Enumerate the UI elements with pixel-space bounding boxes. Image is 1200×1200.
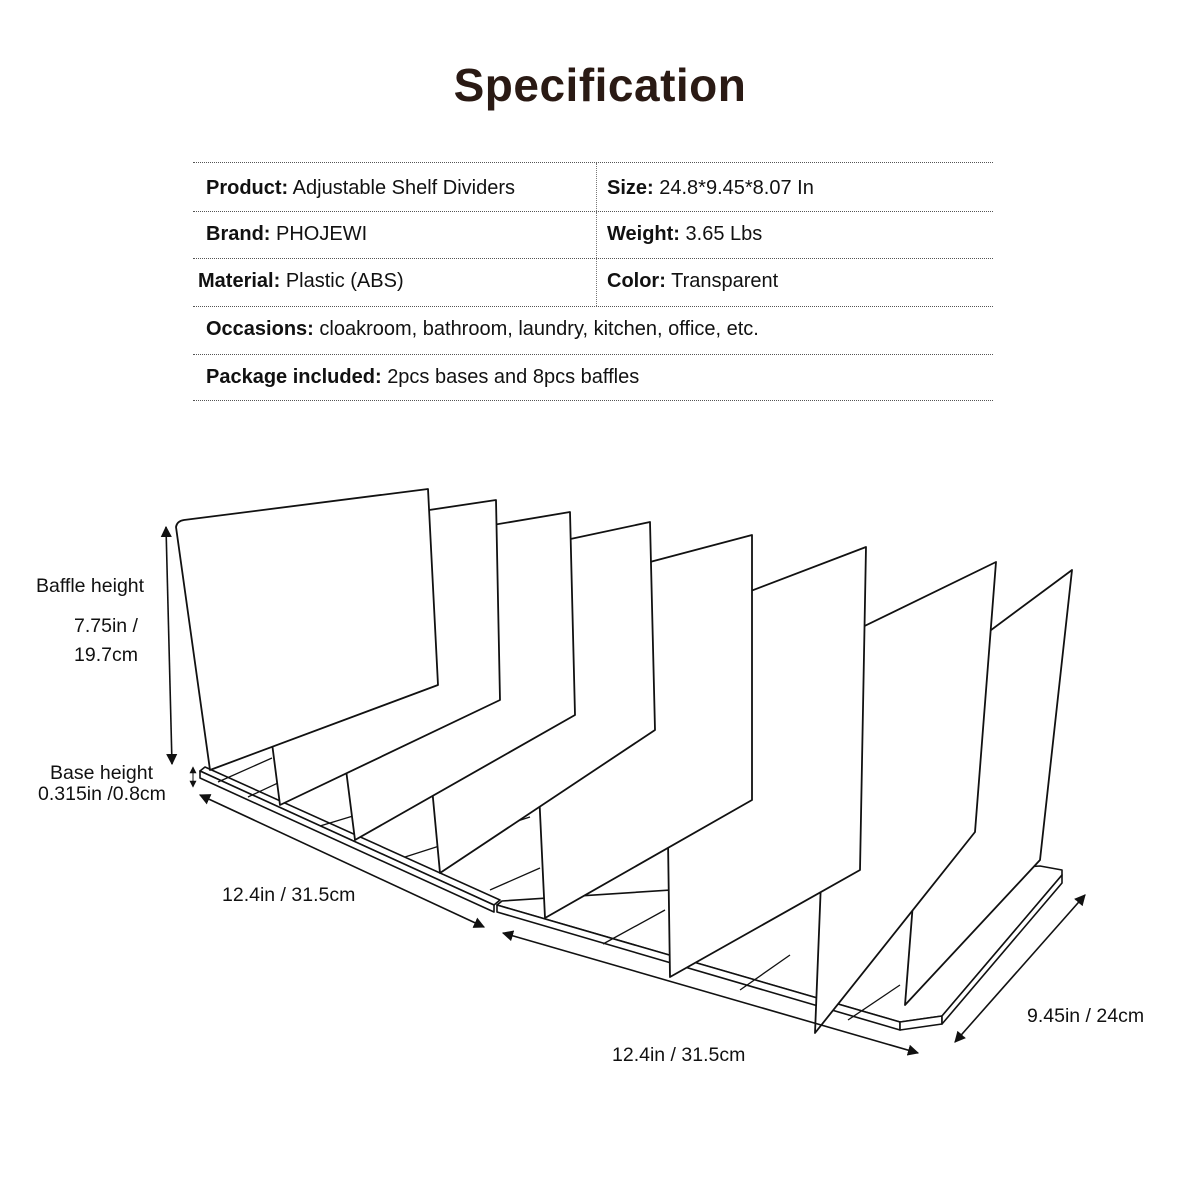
product-cell: Product: Adjustable Shelf Dividers <box>206 177 515 200</box>
spec-row-occasions: Occasions: cloakroom, bathroom, laundry,… <box>193 306 993 354</box>
spec-row-material-color: Material: Plastic (ABS) Color: Transpare… <box>193 258 993 306</box>
weight-value: 3.65 Lbs <box>685 223 763 245</box>
spec-table: Product: Adjustable Shelf Dividers Size:… <box>193 162 993 401</box>
depth-label: 9.45in / 24cm <box>1027 1005 1145 1027</box>
occasions-label: Occasions: <box>206 318 314 340</box>
occasions-value: cloakroom, bathroom, laundry, kitchen, o… <box>319 318 759 340</box>
slot <box>489 867 541 891</box>
spec-row-package: Package included: 2pcs bases and 8pcs ba… <box>193 354 993 401</box>
baffle-1 <box>175 488 439 771</box>
weight-label: Weight: <box>607 223 680 245</box>
product-label: Product: <box>206 177 289 199</box>
baffles <box>175 488 1073 1034</box>
color-label: Color: <box>607 270 666 292</box>
material-cell: Material: Plastic (ABS) <box>198 270 404 293</box>
base-length-left-label: 12.4in / 31.5cm <box>222 884 356 906</box>
weight-cell: Weight: 3.65 Lbs <box>607 223 762 246</box>
spec-row-brand-weight: Brand: PHOJEWI Weight: 3.65 Lbs <box>193 211 993 258</box>
baffle-height-cm: 19.7cm <box>74 644 138 666</box>
brand-cell: Brand: PHOJEWI <box>206 223 367 246</box>
size-value: 24.8*9.45*8.07 In <box>659 177 814 199</box>
depth-arrow <box>954 894 1086 1043</box>
brand-label: Brand: <box>206 223 271 245</box>
slot <box>217 757 273 783</box>
column-divider <box>596 259 597 306</box>
brand-value: PHOJEWI <box>276 223 368 245</box>
material-value: Plastic (ABS) <box>285 270 404 292</box>
baffle-height-label: Baffle height <box>36 575 145 597</box>
base-length-right-label: 12.4in / 31.5cm <box>612 1044 746 1066</box>
size-label: Size: <box>607 177 654 199</box>
base-length-left-arrow <box>198 794 486 928</box>
color-value: Transparent <box>671 270 779 292</box>
baffle-height-arrow <box>160 525 178 766</box>
base-height-label: Base height <box>50 762 153 784</box>
package-label: Package included: <box>206 366 382 388</box>
package-cell: Package included: 2pcs bases and 8pcs ba… <box>206 366 639 389</box>
base-height-value: 0.315in /0.8cm <box>38 783 166 805</box>
material-label: Material: <box>198 270 281 292</box>
size-cell: Size: 24.8*9.45*8.07 In <box>607 177 814 200</box>
spec-row-product-size: Product: Adjustable Shelf Dividers Size:… <box>193 162 993 211</box>
column-divider <box>596 163 597 211</box>
base-length-right-arrow <box>501 930 920 1056</box>
dimension-arrows <box>160 525 1086 1056</box>
column-divider <box>596 212 597 258</box>
occasions-cell: Occasions: cloakroom, bathroom, laundry,… <box>206 318 759 341</box>
baffle-height-in: 7.75in / <box>74 615 138 637</box>
page-title: Specification <box>453 59 747 111</box>
package-value: 2pcs bases and 8pcs baffles <box>387 366 640 388</box>
product-value: Adjustable Shelf Dividers <box>292 177 516 199</box>
color-cell: Color: Transparent <box>607 270 778 293</box>
